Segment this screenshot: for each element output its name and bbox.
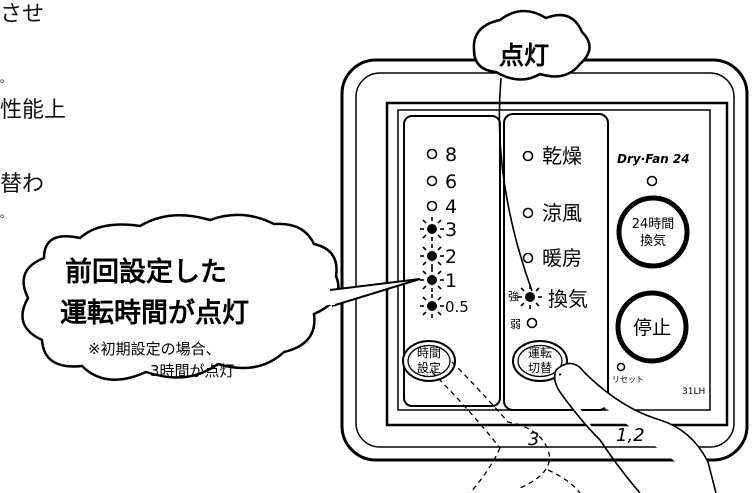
- finger-dashed-icon: [469, 447, 581, 493]
- left-callout-pointer: [329, 278, 421, 307]
- finger-dashed-icon: [431, 361, 550, 489]
- stop-button-label: 停止: [633, 317, 671, 339]
- step-label-right: 1,2: [616, 425, 645, 446]
- mode-label: 暖房: [542, 246, 582, 270]
- mode-switch-button-line2: 切替: [528, 361, 552, 375]
- time-level-label: 4: [445, 196, 457, 218]
- left-callout-bubble: [21, 213, 340, 381]
- left-callout-pointer-mask: [325, 291, 335, 305]
- led-off-icon: [426, 148, 438, 160]
- model-label: 31LH: [682, 387, 705, 397]
- mode-label: 換気: [548, 287, 588, 311]
- vent-led-icon: [646, 175, 658, 187]
- stop-button[interactable]: 停止: [615, 290, 689, 364]
- mode-label: 涼風: [542, 201, 582, 225]
- left-text-4: 替わ: [0, 172, 45, 197]
- reset-hole-icon[interactable]: [616, 362, 626, 372]
- left-callout-note2: 3時間が点灯: [150, 362, 235, 380]
- mode-section: [503, 113, 609, 411]
- led-off-icon: [426, 175, 438, 187]
- led-off-icon: [522, 252, 534, 264]
- led-lit-icon: [420, 294, 444, 318]
- time-level-label: 3: [445, 219, 457, 241]
- fan-strong-label: 強: [508, 290, 519, 303]
- led-lit-icon: [420, 268, 444, 292]
- reset-label: リセット: [612, 375, 644, 384]
- time-set-button-line1: 時間: [417, 346, 441, 360]
- time-leds: [420, 148, 444, 318]
- led-off-icon: [526, 317, 538, 329]
- time-set-button[interactable]: 時間 設定: [402, 340, 456, 382]
- finger-icon: [553, 362, 717, 493]
- left-callout-line1: 前回設定した: [65, 256, 227, 288]
- led-off-icon: [426, 200, 438, 212]
- mode-label: 乾燥: [542, 144, 582, 168]
- time-level-label: 6: [445, 171, 457, 193]
- vent-24h-button-line2: 換気: [640, 233, 666, 249]
- led-lit-icon: [518, 285, 542, 309]
- left-text-3: 性能上: [0, 98, 67, 123]
- top-callout-text: 点灯: [499, 41, 549, 70]
- time-section: [403, 115, 501, 407]
- top-callout-bubble: [472, 9, 591, 81]
- time-level-label: 8: [445, 144, 457, 166]
- left-text-2: 。: [0, 72, 11, 85]
- led-off-icon: [522, 207, 534, 219]
- vent-24h-button-line1: 24時間: [632, 217, 675, 232]
- led-lit-icon: [420, 244, 444, 268]
- time-level-label: 2: [445, 246, 457, 268]
- fan-weak-label: 弱: [510, 318, 521, 331]
- left-callout-line2: 運転時間が点灯: [60, 297, 249, 329]
- callout-pointer-line: [498, 77, 533, 292]
- vent-24h-button[interactable]: 24時間 換気: [616, 195, 690, 269]
- left-text-5: 。: [0, 207, 11, 220]
- led-lit-icon: [420, 217, 444, 241]
- time-level-label: 1: [445, 270, 457, 292]
- time-set-button-line2: 設定: [417, 360, 441, 375]
- led-off-icon: [522, 150, 534, 162]
- step-label-left: 3: [528, 429, 539, 450]
- left-text-1: させ: [0, 2, 45, 27]
- mode-switch-button-line1: 運転: [528, 346, 552, 360]
- left-callout-note1: ※初期設定の場合、: [88, 340, 221, 358]
- mode-switch-button[interactable]: 運転 切替: [512, 340, 568, 382]
- time-level-label: 0.5: [445, 298, 469, 316]
- brand-logo: Dry·Fan 24: [617, 152, 690, 166]
